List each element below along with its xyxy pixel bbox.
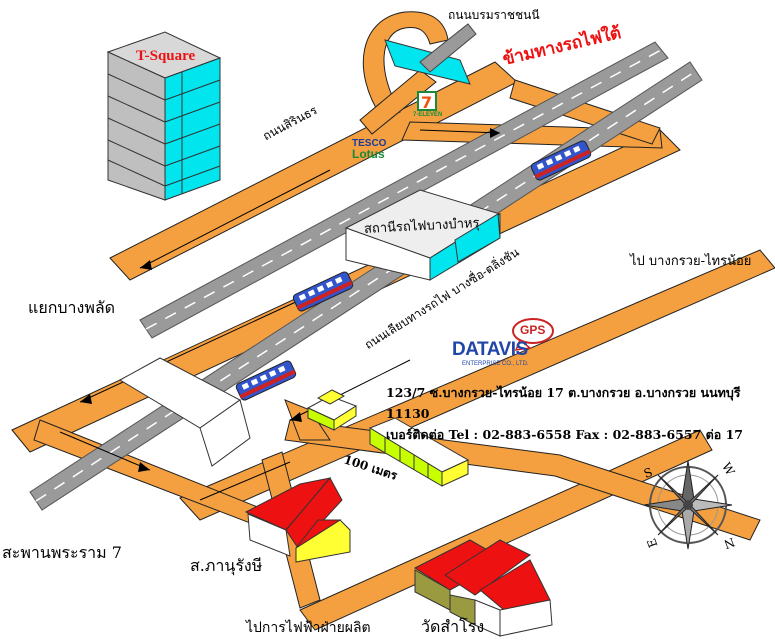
underpass-block bbox=[118, 357, 251, 467]
t-square-building bbox=[106, 31, 222, 201]
bang-phlat-label: แยกบางพลัด bbox=[28, 298, 116, 317]
tesco-text: TESCO bbox=[352, 138, 387, 149]
train-top bbox=[530, 140, 592, 181]
road-right bbox=[179, 249, 775, 521]
road-cross-center bbox=[284, 399, 331, 441]
tesco-lotus-logo: TESCO Lotus bbox=[352, 138, 386, 160]
train-middle bbox=[292, 271, 354, 312]
seven-eleven-text: 7-ELEVEN bbox=[413, 112, 443, 118]
station-building bbox=[344, 189, 502, 281]
address-line: 123/7 ซ.บางกรวย-ไทรน้อย 17 ต.บางกรวย อ.บ… bbox=[386, 385, 741, 421]
rama7-bridge-label: สะพานพระราม 7 bbox=[2, 543, 122, 562]
school-building bbox=[244, 477, 351, 563]
t-square-label: T-Square bbox=[136, 48, 196, 64]
lotus-text: Lotus bbox=[352, 147, 385, 161]
datavis-subtext: ENTERPRISE CO., LTD. bbox=[462, 361, 529, 367]
temple-label: วัดสำโรง bbox=[421, 617, 485, 636]
datavis-text: DATAVIS bbox=[452, 339, 528, 360]
datavis-logo: DATAVIS ENTERPRISE CO., LTD. bbox=[452, 339, 529, 371]
road-approach bbox=[359, 69, 437, 135]
road-label-borommaratchachonnani: ถนนบรมราชชนนี bbox=[448, 8, 540, 22]
school-label: ส.ภานุรังษี bbox=[190, 556, 263, 575]
gps-text: GPS bbox=[520, 323, 546, 337]
address-block: 123/7 ซ.บางกรวย-ไทรน้อย 17 ต.บางกรวย อ.บ… bbox=[386, 382, 775, 445]
train-bottom bbox=[235, 360, 297, 401]
small-building bbox=[306, 389, 358, 431]
shophouse-row bbox=[368, 417, 470, 487]
compass-rose bbox=[643, 460, 733, 550]
to-bang-kruai-label: ไป บางกรวย-ไทรน้อย bbox=[630, 254, 752, 269]
gps-bubble bbox=[512, 318, 554, 351]
to-egat-label: ไปการไฟฟ้าฝ่ายผลิต bbox=[246, 620, 371, 636]
temple-building bbox=[413, 539, 553, 637]
svg-text:7: 7 bbox=[421, 93, 432, 112]
seven-eleven-logo: 7 bbox=[417, 91, 437, 112]
contact-line: เบอร์ติดต่อ Tel : 02-883-6558 Fax : 02-8… bbox=[386, 427, 743, 442]
